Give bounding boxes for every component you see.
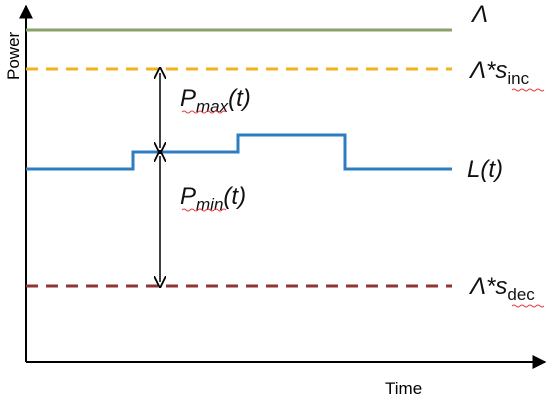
spellcheck-squiggle	[511, 304, 545, 308]
spellcheck-squiggle	[511, 88, 545, 92]
p-min-label: Pmin(t)	[180, 183, 246, 214]
load-label: L(t)	[467, 156, 503, 183]
load-line	[26, 133, 452, 171]
x-axis-label: Time	[385, 379, 422, 398]
lambda-label: Λ	[470, 1, 488, 28]
lambda-inc-label: Λ*sinc	[468, 57, 530, 88]
y-axis-label: Power	[4, 31, 23, 80]
spellcheck-squiggle	[181, 110, 227, 114]
spellcheck-squiggle	[181, 208, 227, 212]
p-max-label: Pmax(t)	[180, 85, 251, 116]
lambda-dec-label: Λ*sdec	[468, 273, 535, 304]
